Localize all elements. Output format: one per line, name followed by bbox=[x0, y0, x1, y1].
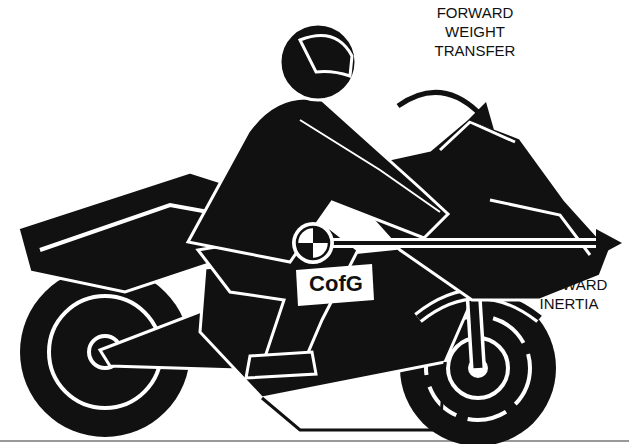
cofg-symbol bbox=[292, 222, 334, 264]
rider-torso bbox=[188, 98, 448, 262]
rider-boot bbox=[246, 352, 316, 378]
rider-arm-line bbox=[300, 120, 440, 212]
arrow-label: FORWARD WEIGHT TRANSFER bbox=[420, 4, 530, 60]
weight-transfer-arrow bbox=[398, 92, 494, 130]
windscreen bbox=[440, 122, 515, 150]
label-patch bbox=[296, 264, 374, 306]
cofg-label: CofG bbox=[300, 270, 372, 298]
inertia-arrow bbox=[330, 229, 622, 257]
arrow-label: FORWARD INERTIA bbox=[515, 276, 623, 314]
base-line bbox=[0, 440, 629, 442]
rider-helmet bbox=[280, 24, 356, 100]
